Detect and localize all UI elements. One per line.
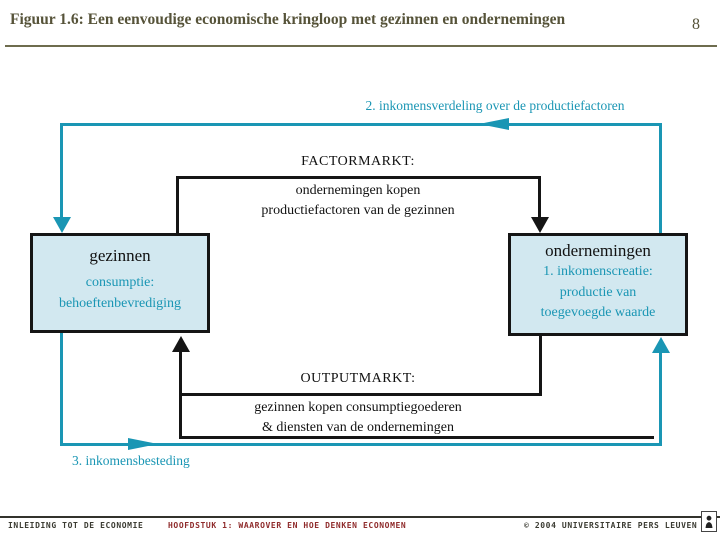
output-market-line-bottom: [179, 436, 654, 439]
factor-market-line-left: [176, 176, 179, 233]
arrow-up-icon: [652, 337, 670, 353]
households-box: gezinnen consumptie: behoeftenbevredigin…: [30, 233, 210, 333]
factor-market-line-right: [538, 176, 541, 218]
firms-box: ondernemingen 1. inkomenscreatie: produc…: [508, 233, 688, 336]
footer-divider: [0, 516, 720, 518]
firms-line1: 1. inkomenscreatie:: [543, 264, 653, 279]
households-title: gezinnen: [89, 246, 151, 265]
factor-market-line2: productiefactoren van de gezinnen: [261, 203, 455, 218]
footer-course: INLEIDING TOT DE ECONOMIE: [8, 521, 144, 530]
arrow-down-icon: [53, 217, 71, 233]
footer-copyright: © 2004 UNIVERSITAIRE PERS LEUVEN: [524, 521, 698, 530]
output-market-line1: gezinnen kopen consumptiegoederen: [254, 400, 462, 415]
title-divider: [5, 45, 717, 47]
income-spending-line-right: [659, 353, 662, 446]
output-market-line-right: [539, 333, 542, 396]
firms-line3: toegevoegde waarde: [540, 305, 656, 320]
firms-title: ondernemingen: [545, 241, 651, 260]
income-spending-line-bottom: [60, 443, 662, 446]
factor-market-heading: FACTORMARKT:: [301, 154, 415, 169]
arrow-down-icon: [531, 217, 549, 233]
page-title: Figuur 1.6: Een eenvoudige economische k…: [10, 11, 566, 28]
page-number: 8: [692, 16, 700, 33]
firms-subtext: 1. inkomenscreatie: productie van toegev…: [511, 262, 685, 324]
arrow-left-icon: [479, 118, 509, 130]
income-spending-line-left: [60, 333, 63, 446]
income-distribution-line-top: [60, 123, 662, 126]
firms-line2: productie van: [559, 284, 637, 300]
income-distribution-label: 2. inkomensverdeling over de productiefa…: [365, 98, 625, 113]
factor-market-line1: ondernemingen kopen: [295, 183, 421, 198]
households-subtext: consumptie: behoeftenbevrediging: [33, 272, 207, 314]
arrow-right-icon: [128, 438, 158, 450]
output-market-description: gezinnen kopen consumptiegoederen & dien…: [193, 398, 523, 438]
output-market-line-left: [179, 352, 182, 439]
factor-market-line-top: [176, 176, 541, 179]
income-distribution-line-left: [60, 123, 63, 218]
output-market-line2: & diensten van de ondernemingen: [261, 420, 455, 435]
publisher-logo-icon: [701, 511, 717, 532]
publisher-emblem-glyph: [705, 515, 713, 528]
income-distribution-line-right: [659, 123, 662, 233]
footer-chapter: HOOFDSTUK 1: WAAROVER EN HOE DENKEN ECON…: [168, 521, 407, 530]
output-market-heading: OUTPUTMARKT:: [300, 371, 416, 386]
output-market-line-top: [179, 393, 542, 396]
households-line2: behoeftenbevrediging: [58, 296, 182, 311]
income-spending-label: 3. inkomensbesteding: [72, 453, 190, 468]
arrow-up-icon: [172, 336, 190, 352]
factor-market-description: ondernemingen kopen productiefactoren va…: [193, 181, 523, 221]
households-line1: consumptie:: [85, 275, 155, 290]
